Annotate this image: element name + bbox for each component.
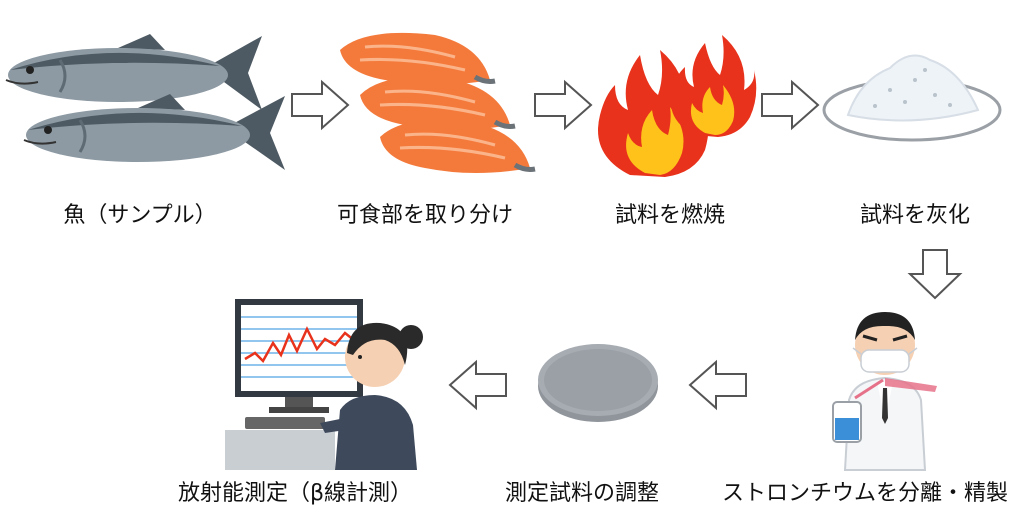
salmon-fillet-icon [380,120,536,173]
ash-plate-illustration [822,54,1002,142]
salmon-fillet-icon [360,77,516,130]
salmon-fillet-icon [340,32,496,85]
step-label-measure: 放射能測定（β線計測） [177,481,413,506]
fish-illustration [5,34,285,170]
step-label-ash: 試料を灰化 [859,203,970,228]
fish-icon [5,34,262,110]
left-arrow-icon [688,359,747,411]
researcher-computer-illustration [225,299,423,470]
step-label-prepare: 測定試料の調整 [504,481,659,506]
step-label-fish: 魚（サンプル） [63,203,217,228]
right-arrow-icon [534,79,593,131]
fish-icon [23,94,285,170]
ash-plate-icon [822,54,1002,142]
right-arrow-icon [761,79,820,131]
fire-icon [670,35,757,137]
step-label-edible: 可食部を取り分け [336,203,513,228]
scientist-icon [832,312,937,471]
right-arrow-icon [291,79,350,131]
fire-illustration [598,35,757,177]
step-label-burn: 試料を燃焼 [614,203,725,228]
computer-monitor-icon [225,299,363,470]
down-arrow-icon [907,249,963,300]
scientist-illustration [832,312,937,471]
sample-dish-illustration [538,344,658,422]
sample-dish-icon [538,344,658,422]
left-arrow-icon [448,359,507,411]
salmon-fillet-illustration [340,32,536,173]
researcher-icon [320,322,423,470]
step-label-separate: ストロンチウムを分離・精製 [721,481,1008,506]
